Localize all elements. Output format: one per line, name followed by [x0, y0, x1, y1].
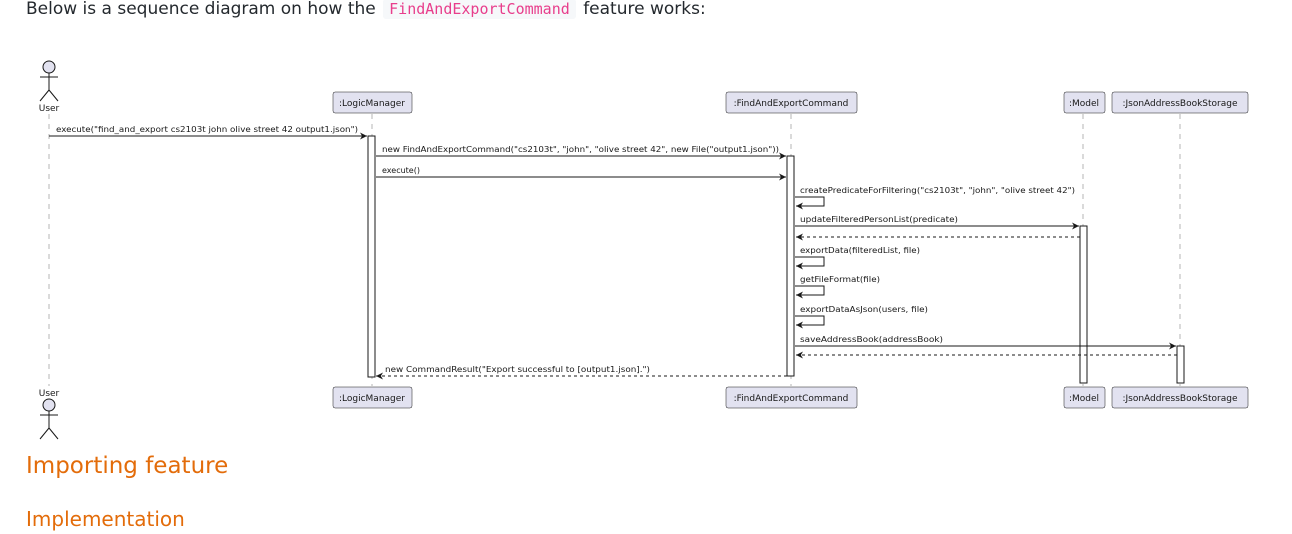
- actor-user-label-bottom: User: [39, 389, 60, 399]
- message-label-update-filtered-list: updateFilteredPersonList(predicate): [800, 215, 958, 224]
- message-label-export-data: exportData(filteredList, file): [800, 246, 920, 255]
- participant-label-model-bottom: :Model: [1069, 394, 1099, 404]
- actor-user-bottom: [39, 398, 59, 440]
- activation-storage: [1176, 345, 1185, 384]
- message-label-execute-command: execute("find_and_export cs2103t john ol…: [56, 125, 358, 134]
- actor-user-top: [39, 60, 59, 102]
- intro-suffix: feature works:: [583, 0, 706, 19]
- arrow-self-export-data: [795, 256, 825, 270]
- participant-box-find-bottom: [725, 386, 858, 409]
- participant-label-model-top: :Model: [1069, 99, 1099, 109]
- activation-model: [1079, 225, 1088, 384]
- participant-box-logic-manager-bottom: [332, 386, 413, 409]
- message-label-save-address-book: saveAddressBook(addressBook): [800, 335, 943, 344]
- message-label-new-find-and-export: new FindAndExportCommand("cs2103t", "joh…: [382, 145, 779, 154]
- actor-user-label-top: User: [39, 104, 60, 114]
- participant-box-logic-manager-top: [332, 91, 413, 114]
- inline-code-class: FindAndExportCommand: [383, 0, 576, 19]
- section-heading-importing: Importing feature: [26, 453, 229, 479]
- participant-box-find-top: [725, 91, 858, 114]
- message-label-export-json: exportDataAsJson(users, file): [800, 305, 928, 314]
- message-label-get-file-format: getFileFormat(file): [800, 275, 880, 284]
- participant-box-model-bottom: [1063, 386, 1106, 409]
- participant-label-logic-manager-top: :LogicManager: [339, 99, 405, 109]
- participant-label-logic-manager-bottom: :LogicManager: [339, 394, 405, 404]
- participant-box-storage-top: [1111, 91, 1249, 114]
- message-label-command-result: new CommandResult("Export successful to …: [385, 365, 650, 374]
- sequence-diagram: User User :LogicManager :FindAndExportCo…: [39, 60, 1249, 440]
- arrow-self-create-predicate: [795, 196, 825, 210]
- arrow-self-get-file-format: [795, 285, 825, 299]
- participant-label-storage-top: :JsonAddressBookStorage: [1122, 99, 1238, 109]
- message-label-create-predicate: createPredicateForFiltering("cs2103t", "…: [800, 186, 1075, 195]
- intro-text: Below is a sequence diagram on how the F…: [26, 0, 706, 21]
- participant-box-storage-bottom: [1111, 386, 1249, 409]
- intro-prefix: Below is a sequence diagram on how the: [26, 0, 376, 19]
- participant-label-find-bottom: :FindAndExportCommand: [734, 394, 849, 404]
- participant-label-find-top: :FindAndExportCommand: [734, 99, 849, 109]
- activation-logic-manager: [367, 135, 376, 378]
- arrow-self-export-json: [795, 315, 825, 329]
- section-heading-implementation: Implementation: [26, 507, 185, 531]
- message-label-execute: execute(): [382, 166, 420, 175]
- participant-label-storage-bottom: :JsonAddressBookStorage: [1122, 394, 1238, 404]
- activation-find-and-export-command: [786, 155, 795, 377]
- participant-box-model-top: [1063, 91, 1106, 114]
